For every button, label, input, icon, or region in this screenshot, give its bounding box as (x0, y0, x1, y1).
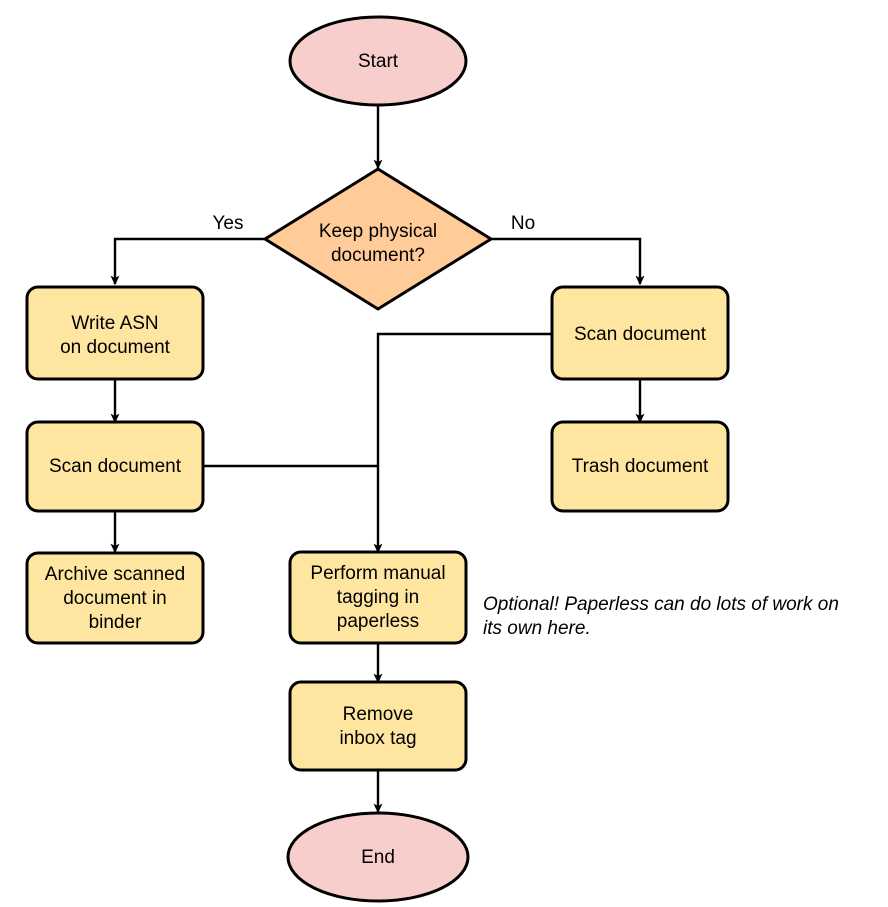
decision-diamond-shape (262, 167, 494, 311)
tagging-box-shape (288, 550, 468, 645)
archive-box-shape (25, 551, 205, 645)
archive-label-line-2: document in (63, 588, 167, 609)
scan-document-right-label: Scan document (574, 324, 707, 345)
remove-inbox-tag-box-shape (288, 680, 468, 772)
node-end[interactable]: End (286, 811, 470, 903)
archive-label-line-1: Archive scanned (45, 564, 185, 585)
write-asn-label-line-2: on document (60, 337, 171, 358)
node-trash-document[interactable]: Trash document (550, 420, 730, 513)
node-archive-scanned-document-in-binder[interactable]: Archive scanned document in binder (25, 551, 205, 645)
scan-document-right-box-shape (550, 285, 730, 381)
edge-scan-right-to-tagging (373, 332, 552, 554)
trash-document-box-shape (550, 420, 730, 513)
archive-label-line-3: binder (89, 612, 142, 633)
node-remove-inbox-tag[interactable]: Remove inbox tag (288, 680, 468, 772)
tagging-label-line-1: Perform manual (310, 563, 445, 584)
edge-decision-yes (110, 237, 265, 286)
start-ellipse-shape (288, 15, 468, 107)
node-scan-document-left[interactable]: Scan document (25, 420, 205, 513)
scan-document-left-label: Scan document (49, 456, 182, 477)
node-start[interactable]: Start (288, 15, 468, 107)
optional-note-line-2: its own here. (483, 618, 591, 639)
node-layer: Start Keep physical document? Write ASN … (25, 15, 730, 903)
remove-inbox-tag-label-line-2: inbox tag (339, 728, 416, 749)
edge-label-no: No (511, 213, 535, 234)
trash-document-label: Trash document (572, 456, 709, 477)
scan-document-left-box-shape (25, 420, 205, 513)
write-asn-label-line-1: Write ASN (71, 313, 158, 334)
edge-label-layer: Yes No (213, 213, 536, 234)
node-keep-physical-document[interactable]: Keep physical document? (262, 167, 494, 311)
optional-note-line-1: Optional! Paperless can do lots of work … (483, 594, 839, 615)
edge-label-yes: Yes (213, 213, 244, 234)
remove-inbox-tag-label-line-1: Remove (343, 704, 414, 725)
optional-note-annotation: Optional! Paperless can do lots of work … (483, 594, 839, 639)
end-ellipse-shape (286, 811, 470, 903)
decision-label-line-1: Keep physical (319, 221, 437, 242)
tagging-label-line-2: tagging in (337, 587, 419, 608)
node-perform-manual-tagging-in-paperless[interactable]: Perform manual tagging in paperless (288, 550, 468, 645)
tagging-label-line-3: paperless (337, 611, 419, 632)
edge-decision-no (491, 237, 645, 286)
start-label: Start (358, 51, 399, 72)
edge-layer (110, 102, 645, 814)
node-scan-document-right[interactable]: Scan document (550, 285, 730, 381)
node-write-asn-on-document[interactable]: Write ASN on document (25, 285, 205, 381)
end-label: End (361, 847, 395, 868)
decision-label-line-2: document? (331, 245, 425, 266)
write-asn-box-shape (25, 285, 205, 381)
